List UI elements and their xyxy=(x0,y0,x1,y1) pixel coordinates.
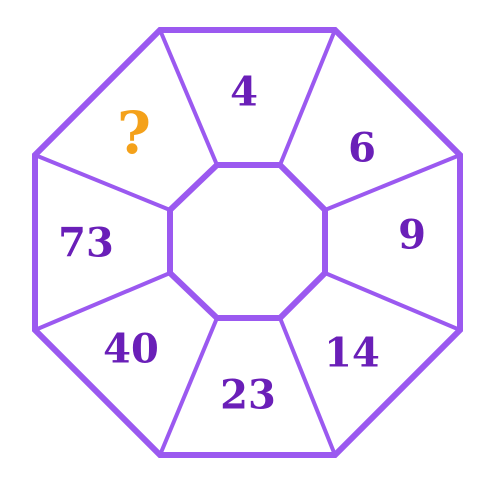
divider-left-bottom xyxy=(34,271,171,332)
segment-top-number: 4 xyxy=(230,69,258,116)
divider-right-bottom xyxy=(324,271,461,332)
divider-top-left xyxy=(158,29,219,166)
divider-right-top xyxy=(324,153,461,212)
segment-top-right-number: 6 xyxy=(348,125,376,172)
segment-bottom-number: 23 xyxy=(220,372,276,419)
segment-left-number: 73 xyxy=(58,220,114,267)
divider-top-right xyxy=(278,29,337,166)
segment-top-left-question-mark: ? xyxy=(117,99,151,167)
segment-right-number: 9 xyxy=(398,212,426,259)
segment-dividers xyxy=(34,29,461,456)
segment-bottom-right-number: 14 xyxy=(324,330,380,377)
inner-octagon xyxy=(167,162,328,321)
segment-bottom-left-number: 40 xyxy=(103,326,159,373)
divider-bottom-left xyxy=(158,317,219,456)
divider-bottom-right xyxy=(278,317,337,456)
divider-left-top xyxy=(34,153,171,212)
